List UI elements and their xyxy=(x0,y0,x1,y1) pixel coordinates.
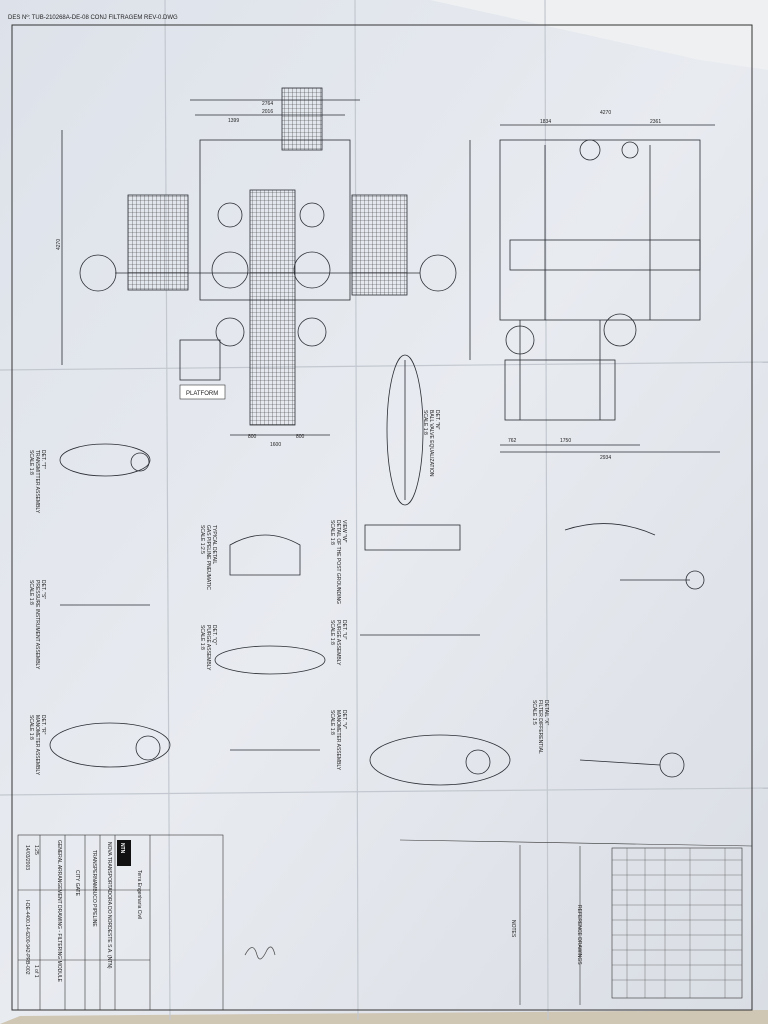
project-name: TRANSPERNAMBUCO PIPELINE xyxy=(91,850,97,927)
dimension: 762 xyxy=(508,438,517,444)
title-block-text: NTN Terra Engenharia Civil NOVA TRANSPOR… xyxy=(24,840,142,983)
drawing-number: I-DE-4400.14-6200-942-PRB-002 xyxy=(24,900,30,975)
folded-corner xyxy=(430,0,768,70)
dimension: 2361 xyxy=(650,119,661,125)
scale-value: 1:25 xyxy=(33,845,39,855)
detail-label: DET. "S"PRESSURE INSTRUMENT ASSEMBLYSCAL… xyxy=(28,580,46,670)
drawing-title: GENERAL ARRANGEMENT DRAWING - FILTERING … xyxy=(56,840,62,983)
signature xyxy=(244,946,276,960)
platform-label: PLATFORM xyxy=(186,391,218,397)
detail-label: DET. "R"MANOMETER ASSEMBLYSCALE 1:8 xyxy=(28,715,46,776)
detail-label: DET. "Q"PURGE ASSEMBLYSCALE 1:8 xyxy=(199,625,217,671)
client-name: NOVA TRANSPORTADORA DO NORDESTE S.A. (NT… xyxy=(106,842,112,969)
dimension: 1834 xyxy=(540,119,551,125)
notes-area xyxy=(399,839,753,1005)
detail-labels: DET. "N"BALL VALVE EQUALIZATIONSCALE 1:8… xyxy=(28,410,549,776)
dimension: 1750 xyxy=(560,438,571,444)
dimension: 2764 xyxy=(262,101,273,107)
dimension: 2934 xyxy=(600,455,611,461)
plan-dimensions: 2764 2016 1399 4270 1600 800 800 xyxy=(56,101,305,448)
company-name: Terra Engenharia Civil xyxy=(136,870,142,919)
date-value: 14/03/2003 xyxy=(24,845,30,870)
detail-label: DET. "V"MANOMETER ASSEMBLYSCALE 1:8 xyxy=(329,710,347,771)
detail-label: DETAIL "X"FILTER DIFFERENTIALSCALE 1:5 xyxy=(531,700,549,754)
dimension: 1600 xyxy=(270,442,281,448)
dimension: 800 xyxy=(248,434,257,440)
detail-label: DET. "N"BALL VALVE EQUALIZATIONSCALE 1:8 xyxy=(422,410,440,477)
detail-label: TYPICAL DETAILGAS PIPELINE PNEUMATICSCAL… xyxy=(199,525,217,590)
dimension: 2016 xyxy=(262,109,273,115)
file-name: DES Nº: TUB-210268A-DE-08 CONJ FILTRAGEM… xyxy=(8,14,178,21)
drawing-border xyxy=(11,24,753,1011)
detail-label: VIEW "W"DETAIL OF THE POST GROUNDINGSCAL… xyxy=(329,520,347,604)
dimension: 4270 xyxy=(600,110,611,116)
detail-sketches xyxy=(49,354,705,786)
client-logo-text: NTN xyxy=(119,843,125,854)
plan-view xyxy=(61,87,457,436)
dimension: 4270 xyxy=(56,239,62,250)
notes-title: NOTES xyxy=(510,920,516,938)
title-block xyxy=(17,834,224,1011)
reference-drawings-title: REFERENCE DRAWINGS xyxy=(576,905,582,965)
site-name: CITY GATE xyxy=(74,870,80,897)
elevation-view xyxy=(469,124,720,453)
elevation-dimensions: 4270 1834 2361 762 1750 2934 xyxy=(508,110,661,461)
ntn-logo xyxy=(117,840,131,866)
dimension: 1399 xyxy=(228,118,239,124)
detail-label: DET. "T"TRANSMITTER ASSEMBLYSCALE 1:8 xyxy=(28,450,46,514)
sheet-value: 1 of 1 xyxy=(33,965,39,978)
dimension: 800 xyxy=(296,434,305,440)
detail-label: DET. "U"PURGE ASSEMBLYSCALE 1:8 xyxy=(329,620,347,666)
